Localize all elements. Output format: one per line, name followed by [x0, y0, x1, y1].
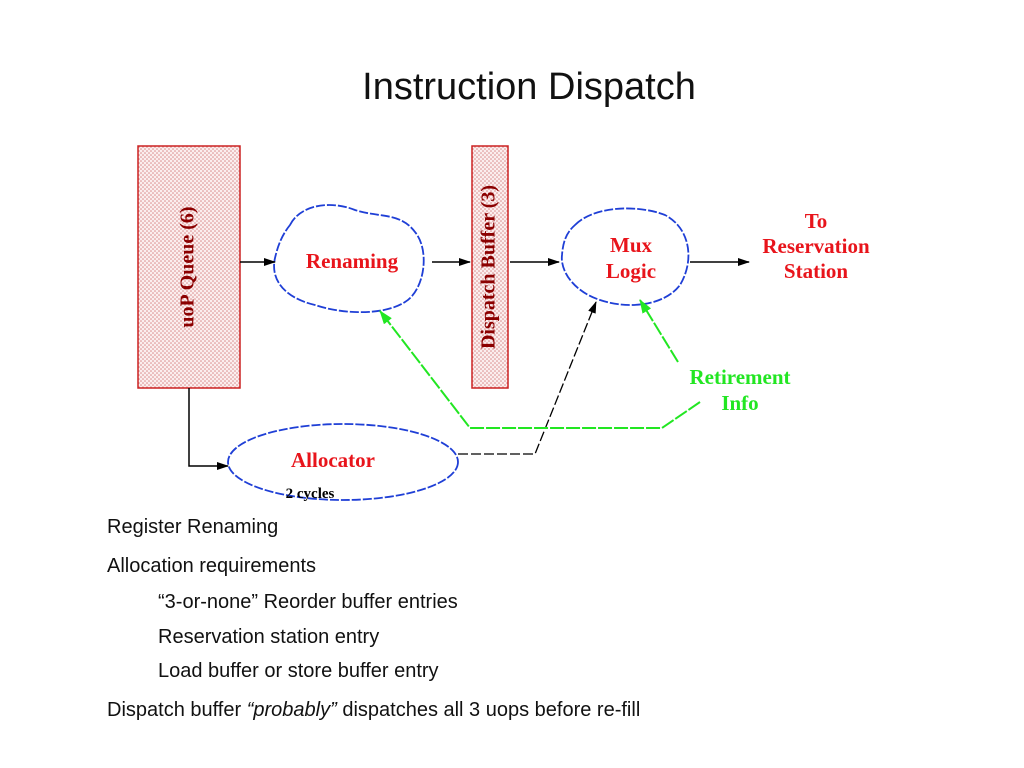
allocator-label: Allocator	[291, 448, 375, 472]
dispatch-buffer-label: Dispatch Buffer (3)	[478, 185, 500, 349]
to-rs-line2: Reservation	[762, 234, 870, 258]
mux-label-2: Logic	[606, 259, 656, 283]
arrow-retirement-to-renaming	[379, 310, 701, 429]
arrow-allocator-to-mux	[458, 301, 597, 455]
mux-logic-blob	[561, 207, 690, 306]
bullet-dispatch-buffer: Dispatch buffer “probably” dispatches al…	[107, 699, 640, 722]
retirement-line2: Info	[721, 391, 758, 415]
bullet-dispatch-em: “probably”	[246, 699, 337, 721]
slide-title: Instruction Dispatch	[362, 66, 696, 108]
arrow-queue-to-allocator	[188, 388, 229, 470]
allocator-cycles: 2 cycles	[286, 486, 335, 502]
bullet-dispatch-post: dispatches all 3 uops before re-fill	[336, 699, 641, 721]
uop-queue-box	[137, 145, 241, 389]
renaming-label: Renaming	[306, 249, 399, 273]
to-rs-line1: To	[805, 209, 828, 233]
to-rs-line3: Station	[784, 259, 849, 283]
bullet-allocation-requirements: Allocation requirements	[107, 555, 316, 577]
bullet-load-store-buffer: Load buffer or store buffer entry	[158, 660, 439, 682]
bullet-register-renaming: Register Renaming	[107, 516, 279, 538]
arrow-retirement-to-mux	[639, 299, 679, 363]
uop-queue-label: uoP Queue (6)	[177, 206, 199, 327]
retirement-line1: Retirement	[689, 365, 790, 389]
bullet-reorder-buffer: “3-or-none” Reorder buffer entries	[158, 591, 458, 613]
bullet-dispatch-pre: Dispatch buffer	[107, 699, 247, 721]
mux-label-1: Mux	[610, 233, 653, 257]
bullet-reservation-station: Reservation station entry	[158, 626, 380, 648]
dispatch-buffer-box	[471, 145, 509, 389]
